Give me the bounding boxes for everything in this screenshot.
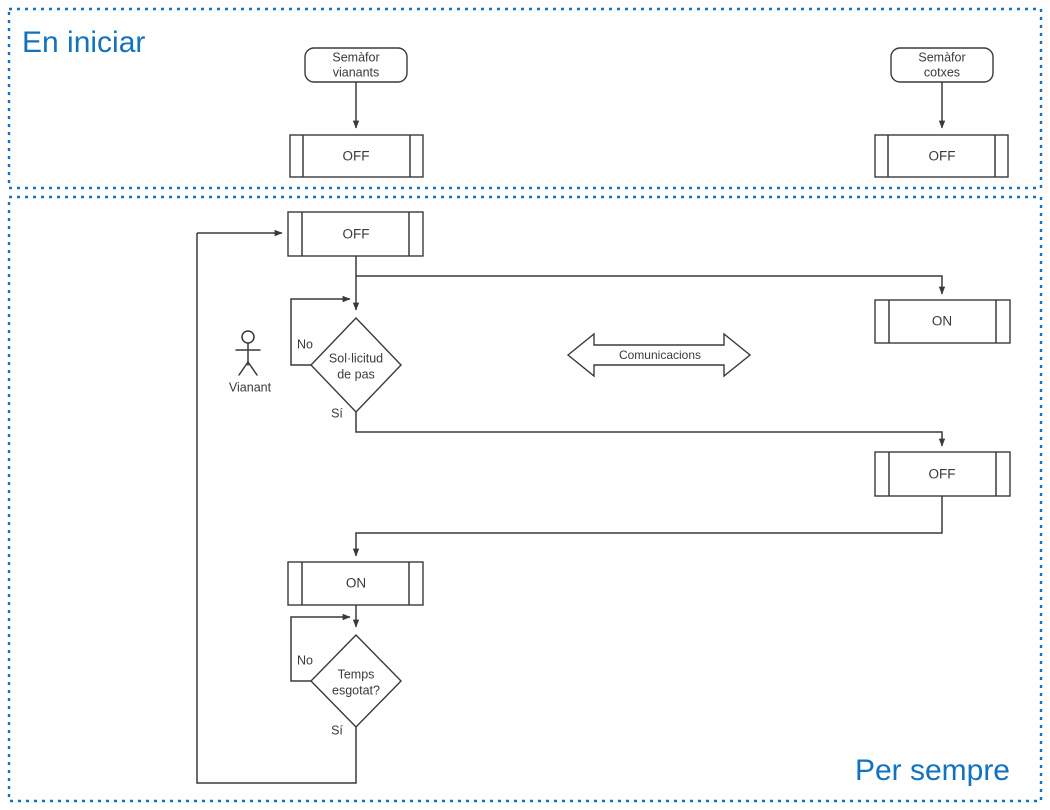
- edge-label-request-yes: Sí: [331, 406, 343, 420]
- start-pedestrian-state-label: OFF: [343, 149, 370, 164]
- decision-timeout-label-1: Temps: [338, 667, 375, 681]
- node-start-car-state: OFF: [874, 134, 1009, 178]
- decision-request-label-2: de pas: [337, 367, 375, 381]
- loop-car-off-shape: [874, 451, 1011, 497]
- decision-request-label-1: Sol·licitud: [329, 351, 383, 365]
- loop-car-off-label: OFF: [929, 467, 956, 482]
- node-loop-ped-on: ON: [287, 561, 424, 606]
- region-forever: Per sempre OFF ON: [7, 195, 1043, 803]
- start-pedestrian-device-label-1: Semàfor: [332, 50, 379, 64]
- start-car-state-label: OFF: [929, 149, 956, 164]
- decision-timeout-label-2: esgotat?: [332, 683, 380, 697]
- edge-request-no-loop: [290, 295, 351, 366]
- communications-label: Comunicacions: [619, 348, 701, 362]
- start-car-device-label-1: Semàfor: [918, 50, 965, 64]
- actor-leg-right-icon: [247, 361, 258, 376]
- communications-label-backdrop: [614, 348, 706, 362]
- actor-pedestrian: Vianant: [229, 330, 272, 394]
- loop-ped-on-shape: [287, 561, 424, 606]
- edge-car-off-to-ped-on: [352, 496, 943, 557]
- loop-car-on-label: ON: [932, 314, 952, 329]
- node-start-pedestrian-state: OFF: [289, 134, 424, 178]
- node-loop-car-on: ON: [874, 299, 1011, 344]
- region-on-start-border: [7, 7, 1043, 190]
- loop-car-on-shape: [874, 299, 1011, 344]
- region-forever-border: [7, 195, 1043, 803]
- node-start-car-device: Semàfor cotxes: [890, 47, 994, 83]
- edge-label-request-no: No: [297, 337, 313, 351]
- actor-pedestrian-label: Vianant: [229, 380, 272, 394]
- loop-ped-on-label: ON: [346, 576, 366, 591]
- start-car-device-label-2: cotxes: [924, 65, 960, 79]
- node-loop-car-off: OFF: [874, 451, 1011, 497]
- node-decision-request: Sol·licitud de pas: [310, 316, 402, 414]
- actor-head-icon: [241, 330, 255, 344]
- edge-label-timeout-yes: Sí: [331, 723, 343, 737]
- edge-label-timeout-no: No: [297, 653, 313, 667]
- start-car-state-shape: [874, 134, 1009, 178]
- edge-timeout-yes-loop: [196, 233, 357, 784]
- node-decision-timeout: Temps esgotat?: [310, 633, 402, 729]
- edge-timeout-no-loop: [290, 613, 351, 682]
- region-on-start: En iniciar Semàfor vianants OFF Semàfor …: [7, 7, 1043, 190]
- node-loop-ped-off: OFF: [287, 211, 424, 257]
- node-start-pedestrian-device: Semàfor vianants: [304, 47, 408, 83]
- actor-leg-left-icon: [238, 361, 249, 376]
- loop-ped-off-label: OFF: [343, 227, 370, 242]
- start-pedestrian-device-label-2: vianants: [333, 65, 380, 79]
- communications-double-arrow: Comunicacions: [566, 332, 752, 378]
- region-on-start-title: En iniciar: [22, 26, 145, 59]
- edge-request-yes-to-car-off: [355, 412, 946, 447]
- start-pedestrian-state-shape: [289, 134, 424, 178]
- edge-off-to-car-on: [356, 275, 946, 295]
- region-forever-title: Per sempre: [855, 754, 1010, 787]
